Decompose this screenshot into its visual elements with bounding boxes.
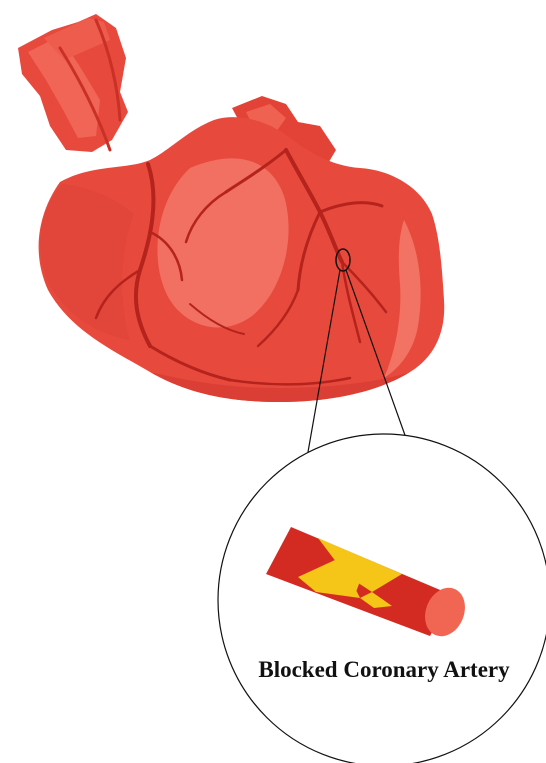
heart-illustration — [18, 14, 444, 402]
right-atrium — [40, 184, 134, 340]
figure-caption: Blocked Coronary Artery — [258, 657, 510, 682]
